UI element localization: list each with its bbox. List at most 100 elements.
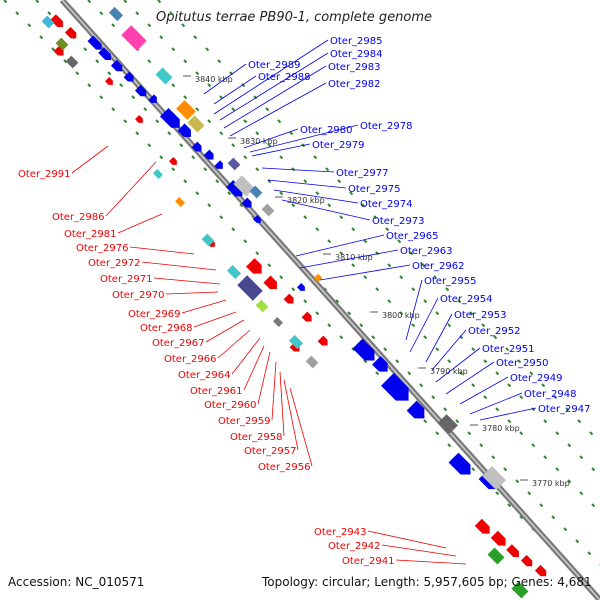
feature-box — [261, 203, 275, 217]
forward-label-leader — [203, 63, 247, 95]
reverse-gene-block — [490, 530, 506, 546]
reverse-gene-block — [283, 293, 294, 304]
track-dot — [215, 179, 220, 184]
track-dot — [63, 59, 68, 64]
forward-gene-block-shape — [226, 180, 243, 197]
forward-gene-label[interactable]: Oter_2982 — [328, 79, 381, 90]
reverse-gene-block-shape — [50, 14, 63, 27]
track-dot — [279, 155, 284, 160]
track-dot — [289, 131, 294, 136]
feature-box — [273, 317, 283, 327]
forward-gene-label[interactable]: Oter_2963 — [400, 246, 453, 257]
forward-label-leader — [459, 376, 509, 405]
reverse-gene-label[interactable]: Oter_2972 — [88, 258, 141, 269]
forward-gene-label[interactable]: Oter_2950 — [496, 358, 549, 369]
feature-box — [249, 185, 263, 199]
feature-box-shape — [41, 15, 55, 29]
reverse-gene-label[interactable]: Oter_2971 — [100, 274, 153, 285]
forward-gene-block-shape — [177, 123, 191, 137]
reverse-gene-label[interactable]: Oter_2986 — [52, 212, 105, 223]
forward-gene-label[interactable]: Oter_2983 — [328, 62, 381, 73]
forward-label-leader — [425, 313, 453, 363]
track-dot — [351, 347, 356, 352]
reverse-gene-label[interactable]: Oter_2991 — [18, 169, 71, 180]
reverse-gene-label[interactable]: Oter_2959 — [218, 416, 271, 427]
reverse-label-leader — [117, 213, 163, 234]
reverse-gene-label[interactable]: Oter_2968 — [140, 323, 193, 334]
forward-gene-label[interactable]: Oter_2949 — [510, 373, 563, 384]
track-dot — [543, 455, 548, 460]
kbp-tick-label: 3780 kbp — [482, 424, 520, 433]
reverse-label-leader — [367, 530, 447, 549]
reverse-gene-label[interactable]: Oter_2967 — [152, 338, 205, 349]
track-dot — [411, 323, 416, 328]
forward-gene-label[interactable]: Oter_2984 — [330, 49, 383, 60]
track-dot — [445, 287, 450, 292]
forward-label-leader — [219, 52, 329, 121]
reverse-gene-label[interactable]: Oter_2943 — [314, 527, 367, 538]
forward-gene-label[interactable]: Oter_2975 — [348, 184, 401, 195]
track-dot — [567, 443, 572, 448]
track-dot — [575, 539, 580, 544]
feature-box-shape — [176, 100, 196, 120]
forward-gene-label[interactable]: Oter_2962 — [412, 261, 465, 272]
feature-box-shape — [487, 547, 505, 565]
forward-gene-label[interactable]: Oter_2989 — [248, 60, 301, 71]
reverse-gene-label[interactable]: Oter_2960 — [204, 400, 257, 411]
track-dot — [181, 23, 186, 28]
forward-gene-label[interactable]: Oter_2947 — [538, 404, 591, 415]
track-dot — [325, 167, 330, 172]
reverse-gene-label[interactable]: Oter_2956 — [258, 462, 311, 473]
forward-gene-label[interactable]: Oter_2953 — [454, 310, 507, 321]
forward-gene-label[interactable]: Oter_2980 — [300, 125, 353, 136]
track-dot — [15, 11, 20, 16]
forward-gene-label[interactable]: Oter_2988 — [258, 72, 311, 83]
forward-gene-label[interactable]: Oter_2977 — [336, 168, 389, 179]
track-dot — [327, 239, 332, 244]
forward-gene-block-shape — [253, 215, 261, 223]
reverse-gene-block — [506, 544, 519, 557]
reverse-gene-label[interactable]: Oter_2942 — [328, 541, 381, 552]
forward-gene-label[interactable]: Oter_2951 — [482, 344, 535, 355]
track-dot — [207, 83, 212, 88]
reverse-gene-label[interactable]: Oter_2964 — [178, 370, 231, 381]
reverse-gene-block — [534, 564, 547, 577]
track-dot — [483, 359, 488, 364]
reverse-gene-label[interactable]: Oter_2958 — [230, 432, 283, 443]
kbp-tick-label: 3800 kbp — [382, 311, 420, 320]
reverse-label-leader — [129, 246, 195, 255]
track-dot — [529, 371, 534, 376]
reverse-gene-label[interactable]: Oter_2969 — [128, 309, 181, 320]
forward-gene-label[interactable]: Oter_2973 — [372, 216, 425, 227]
forward-gene-block — [406, 400, 425, 419]
track-dot — [123, 0, 128, 4]
reverse-label-leader — [165, 291, 219, 295]
forward-gene-block — [214, 160, 223, 169]
track-dot — [483, 395, 488, 400]
reverse-gene-label[interactable]: Oter_2970 — [112, 290, 165, 301]
feature-box — [121, 25, 147, 51]
track-dot — [169, 11, 174, 16]
forward-gene-label[interactable]: Oter_2974 — [360, 199, 413, 210]
track-dot — [303, 215, 308, 220]
track-dot — [519, 395, 524, 400]
forward-gene-label[interactable]: Oter_2979 — [312, 140, 365, 151]
track-dot — [471, 467, 476, 472]
forward-gene-label[interactable]: Oter_2954 — [440, 294, 493, 305]
reverse-gene-label[interactable]: Oter_2981 — [64, 229, 117, 240]
reverse-gene-label[interactable]: Oter_2976 — [76, 243, 129, 254]
feature-box — [487, 547, 505, 565]
forward-gene-label[interactable]: Oter_2985 — [330, 36, 383, 47]
forward-gene-label[interactable]: Oter_2965 — [386, 231, 439, 242]
track-dots — [3, 0, 600, 568]
reverse-gene-label[interactable]: Oter_2941 — [342, 556, 395, 567]
forward-gene-label[interactable]: Oter_2952 — [468, 326, 521, 337]
reverse-gene-label[interactable]: Oter_2961 — [190, 386, 243, 397]
forward-gene-label[interactable]: Oter_2955 — [424, 276, 477, 287]
forward-gene-label[interactable]: Oter_2948 — [524, 389, 577, 400]
reverse-gene-label[interactable]: Oter_2957 — [244, 446, 297, 457]
forward-gene-label[interactable]: Oter_2978 — [360, 121, 413, 132]
track-dot — [423, 335, 428, 340]
reverse-gene-label[interactable]: Oter_2966 — [164, 354, 217, 365]
